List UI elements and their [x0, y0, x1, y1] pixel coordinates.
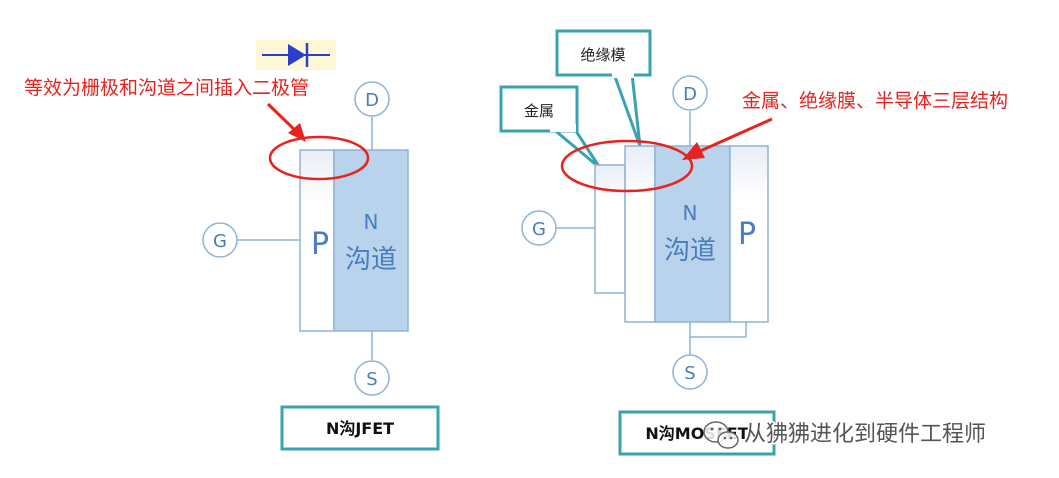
- jfet-caption-box: [280, 405, 440, 451]
- callout-insulator: 绝缘模: [555, 29, 652, 148]
- mosfet-n-label: N: [683, 201, 698, 225]
- mosfet-metal-gate: [594, 164, 626, 294]
- jfet-drain-terminal: [354, 81, 390, 117]
- jfet-gate-label: G: [213, 231, 227, 252]
- mosfet-gate-terminal: [521, 210, 557, 246]
- mosfet-n-channel: [654, 145, 731, 323]
- mosfet-arrow: [682, 117, 773, 160]
- jfet-source-label: S: [366, 369, 377, 390]
- jfet-arrow: [266, 102, 306, 142]
- wechat-icon: [703, 421, 739, 449]
- callout-metal-text: 金属: [524, 102, 554, 120]
- jfet-source-terminal: [354, 360, 390, 396]
- jfet-caption: N沟JFET: [326, 419, 394, 438]
- callout-insulator-text: 绝缘模: [580, 46, 625, 64]
- jfet-n-label: N: [364, 210, 379, 234]
- mosfet-drain-terminal: [672, 75, 708, 111]
- mosfet-caption-box: [618, 410, 776, 456]
- mosfet-source-terminal: [672, 354, 708, 390]
- mosfet-diagram: 绝缘模 金属 D N 沟道 P G S 金属: [499, 29, 1008, 456]
- mosfet-channel-label: 沟道: [664, 236, 716, 266]
- jfet-gate-terminal: [202, 222, 238, 258]
- callout-metal: 金属: [499, 85, 602, 170]
- mosfet-drain-label: D: [683, 84, 697, 105]
- mosfet-highlight-ellipse: [560, 139, 694, 193]
- diode-icon: [256, 40, 336, 70]
- jfet-drain-label: D: [365, 90, 379, 111]
- mosfet-source-label: S: [684, 363, 695, 384]
- mosfet-gate-label: G: [532, 219, 546, 240]
- mosfet-p-substrate: [729, 145, 769, 323]
- mosfet-p-label: P: [738, 217, 756, 252]
- jfet-annotation: 等效为栅极和沟道之间插入二极管: [24, 77, 309, 99]
- watermark: 从狒狒进化到硬件工程师: [703, 421, 988, 449]
- jfet-p-label: P: [311, 227, 329, 262]
- jfet-channel-label: 沟道: [345, 245, 397, 275]
- mosfet-annotation: 金属、绝缘膜、半导体三层结构: [742, 90, 1008, 112]
- mosfet-insulator: [624, 145, 656, 323]
- jfet-diagram: 等效为栅极和沟道之间插入二极管 D P N 沟道 G S N沟JFET: [24, 40, 440, 451]
- jfet-highlight-ellipse: [268, 135, 370, 181]
- jfet-n-channel: [333, 149, 409, 332]
- watermark-text: 从狒狒进化到硬件工程师: [744, 422, 986, 447]
